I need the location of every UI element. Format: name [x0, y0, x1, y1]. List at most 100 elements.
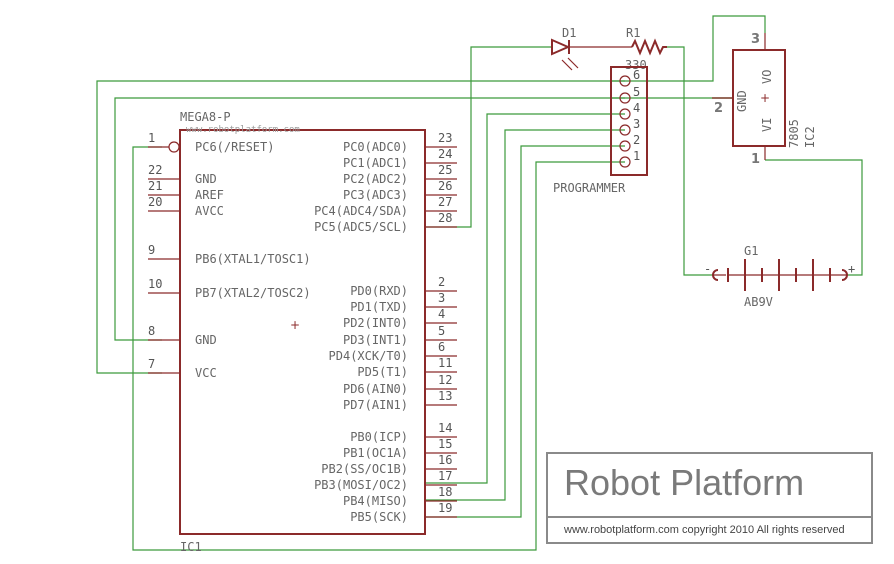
pin-number: 23 [438, 131, 452, 145]
pin-number: 19 [438, 501, 452, 515]
miso-net [425, 129, 611, 501]
sck-net [425, 145, 611, 518]
r1-resistor: R1 330 [625, 26, 667, 72]
pin-label: PC5(ADC5/SCL) [314, 220, 408, 234]
pin-label: VCC [195, 366, 217, 380]
ic2-name: IC2 [803, 126, 817, 148]
pin-label: PB6(XTAL1/TOSC1) [195, 252, 311, 266]
pin-number: 27 [438, 195, 452, 209]
pin-number: 5 [438, 324, 445, 338]
pin-label: AVCC [195, 204, 224, 218]
pin-number: 25 [438, 163, 452, 177]
ic2-origin-mark: + [760, 91, 770, 105]
pin-number: 4 [438, 307, 445, 321]
pin-number: 24 [438, 147, 452, 161]
vi-battery-net [765, 159, 863, 276]
pin-number: 14 [438, 421, 452, 435]
pin-label: PD6(AIN0) [343, 382, 408, 396]
g1-name: G1 [744, 244, 758, 258]
ic2-value: 7805 [787, 119, 801, 148]
vcc-net [96, 15, 766, 374]
programmer-pin-3: 3 [619, 117, 640, 136]
ic1-origin-mark: + [290, 318, 300, 332]
g1-battery: - + G1 AB9V [704, 244, 855, 309]
ic1-name: IC1 [180, 540, 202, 554]
pin-number: 21 [148, 179, 162, 193]
pin-label: PD3(INT1) [343, 333, 408, 347]
g1-plus: + [848, 262, 855, 276]
programmer-pin-1: 1 [619, 149, 640, 168]
ic1-chip: MEGA8-P www.robotplatform.com IC1 + 1PC6… [148, 110, 457, 554]
pin-label: PD0(RXD) [350, 284, 408, 298]
ic2-vi-label: VI [760, 118, 774, 132]
pin-label: PD2(INT0) [343, 316, 408, 330]
g1-value: AB9V [744, 295, 773, 309]
pin-number: 3 [438, 291, 445, 305]
pin-label: PD4(XCK/T0) [329, 349, 408, 363]
pin-number: 13 [438, 389, 452, 403]
ic2-pin3-num: 3 [751, 32, 760, 47]
ic2-pin2-num: 2 [714, 101, 723, 116]
pin-label: PB2(SS/OC1B) [321, 462, 408, 476]
pin-number: 28 [438, 211, 452, 225]
pin-label: PC0(ADC0) [343, 140, 408, 154]
pin-number: 12 [438, 373, 452, 387]
pin-number: 17 [438, 469, 452, 483]
pin-label: PB0(ICP) [350, 430, 408, 444]
r1-battery-net [667, 46, 712, 276]
pin-number: 2 [438, 275, 445, 289]
pin-number: 20 [148, 195, 162, 209]
pin-number: 8 [148, 324, 155, 338]
pin-label: PC2(ADC2) [343, 172, 408, 186]
pin-number: 6 [633, 68, 640, 82]
pin-number: 15 [438, 437, 452, 451]
r1-name: R1 [626, 26, 640, 40]
pin-label: PB5(SCK) [350, 510, 408, 524]
gnd-net [114, 97, 733, 341]
pin-label: PD1(TXD) [350, 300, 408, 314]
ic1-right-pins: 23PC0(ADC0)24PC1(ADC1)25PC2(ADC2)26PC3(A… [314, 131, 457, 524]
pin-number: 7 [148, 357, 155, 371]
programmer-name: PROGRAMMER [553, 181, 626, 195]
ic2-gnd-label: GND [735, 90, 749, 112]
pin-label: PB4(MISO) [343, 494, 408, 508]
programmer-pin-5: 5 [619, 85, 640, 104]
pin-number: 9 [148, 243, 155, 257]
pin-number: 22 [148, 163, 162, 177]
r1-value: 330 [625, 58, 647, 72]
pin-label: AREF [195, 188, 224, 202]
brand-footer: www.robotplatform.com copyright 2010 All… [564, 524, 845, 536]
g1-minus: - [704, 262, 711, 276]
pin-label: PC1(ADC1) [343, 156, 408, 170]
mosi-net [425, 113, 611, 484]
pin-label: PD7(AIN1) [343, 398, 408, 412]
ic1-value: MEGA8-P [180, 110, 231, 124]
pin-number: 10 [148, 277, 162, 291]
ic1-watermark: www.robotplatform.com [186, 125, 300, 135]
pin-label: PB1(OC1A) [343, 446, 408, 460]
pin-label: PD5(T1) [357, 365, 408, 379]
pin-number: 3 [633, 117, 640, 131]
pin-number: 16 [438, 453, 452, 467]
pin-label: PB3(MOSI/OC2) [314, 478, 408, 492]
